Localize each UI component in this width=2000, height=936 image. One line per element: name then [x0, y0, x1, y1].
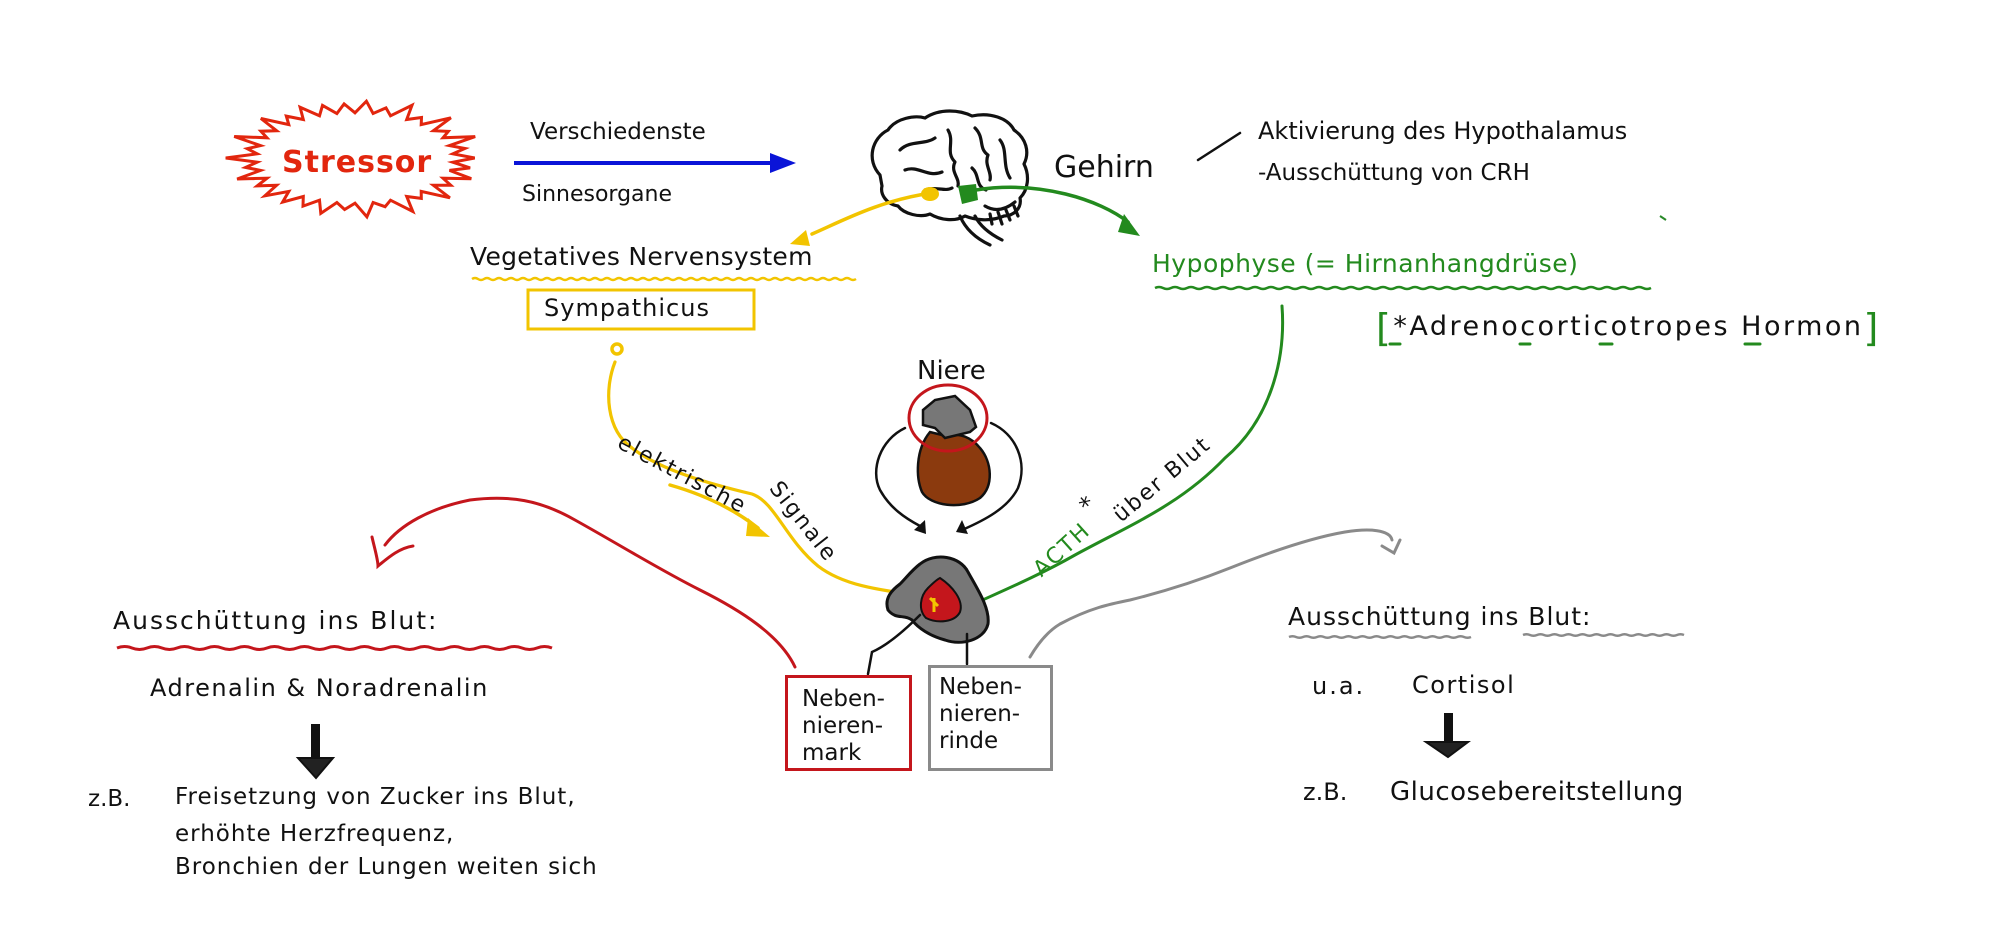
left-heading-underline: [116, 645, 553, 651]
brain-label: Gehirn: [1054, 150, 1154, 185]
pituitary-label: Hypophyse (= Hirnanhangdrüse): [1152, 249, 1579, 278]
electric-signal-path: [607, 360, 932, 602]
pituitary-underline: [1154, 285, 1652, 291]
cortex-output-arrow: [1028, 528, 1394, 659]
arrowhead-icon: [746, 518, 770, 537]
left-panel-heading: Ausschüttung ins Blut:: [113, 606, 439, 635]
left-panel-effect: erhöhte Herzfrequenz,: [175, 821, 455, 847]
adrenal-gland-icon: [885, 555, 990, 644]
adrenal-medulla-box: Neben- nieren- mark: [785, 675, 912, 771]
right-panel-effect: Glucosebereitstellung: [1390, 777, 1684, 807]
yellow-signal-end: [928, 596, 940, 612]
nervous-system-label: Vegetatives Nervensystem: [470, 242, 813, 271]
left-panel-effect: Freisetzung von Zucker ins Blut,: [175, 784, 576, 810]
right-panel-hormones: Cortisol: [1412, 671, 1516, 699]
acth-footnote: [*Adrenocorticotropes Hormon]: [1376, 309, 1881, 347]
right-heading-underline: [1522, 633, 1685, 637]
down-arrow-icon: [295, 724, 336, 780]
brain-note-line-2: -Ausschüttung von CRH: [1258, 160, 1530, 186]
stressor-label: Stressor: [282, 145, 433, 180]
sensory-arrow-icon: [514, 153, 796, 173]
adrenal-highlight-circle: [907, 383, 989, 453]
brain-to-pituitary-arrow: [974, 185, 1130, 224]
sympathicus-origin-dot: [610, 342, 624, 356]
right-panel-hormones-prefix: u.a.: [1312, 672, 1366, 700]
sensory-label-top: Verschiedenste: [530, 119, 706, 145]
right-heading-underline: [1288, 635, 1472, 639]
bracket-open: [: [1376, 306, 1394, 350]
bracket-close: ]: [1863, 306, 1881, 350]
down-arrow-icon: [1422, 713, 1471, 759]
medulla-pointer: [866, 613, 922, 676]
footnote-text: *Adrenocorticotropes Hormon: [1393, 311, 1864, 342]
kidney-rotation-arrows: [875, 421, 1023, 532]
medulla-output-arrow: [383, 496, 797, 669]
arrowhead-icon: [1118, 214, 1140, 236]
brain-note-connector: [1196, 131, 1242, 162]
brain-note-line-1: Aktivierung des Hypothalamus: [1258, 117, 1628, 145]
brain-icon: [870, 109, 1030, 247]
right-panel-heading: Ausschüttung ins Blut:: [1288, 602, 1592, 631]
right-panel-example-prefix: z.B.: [1303, 778, 1348, 806]
pituitary-marker: [958, 184, 978, 204]
kidney-label: Niere: [917, 356, 986, 386]
brain-to-nervous-system-arrow: [810, 191, 934, 236]
arrowhead-icon: [956, 520, 968, 534]
stressor-burst-icon: [225, 98, 476, 220]
arrowhead-icon: [790, 230, 810, 246]
stray-mark: [1659, 215, 1667, 221]
adrenal-cortex-box: Neben- nieren- rinde: [928, 665, 1053, 771]
acth-path: [974, 304, 1285, 605]
sensory-label-bottom: Sinnesorgane: [522, 182, 673, 207]
sympathicus-box: [526, 288, 756, 331]
left-panel-hormones: Adrenalin & Noradrenalin: [150, 674, 489, 702]
left-panel-example-prefix: z.B.: [88, 786, 131, 812]
left-panel-effect: Bronchien der Lungen weiten sich: [175, 854, 598, 880]
arrowhead-icon: [370, 535, 415, 570]
nervous-system-underline: [471, 276, 857, 282]
arrowhead-icon: [914, 520, 926, 534]
sympathicus-label: Sympathicus: [544, 294, 710, 322]
arrowhead-icon: [1380, 538, 1402, 556]
